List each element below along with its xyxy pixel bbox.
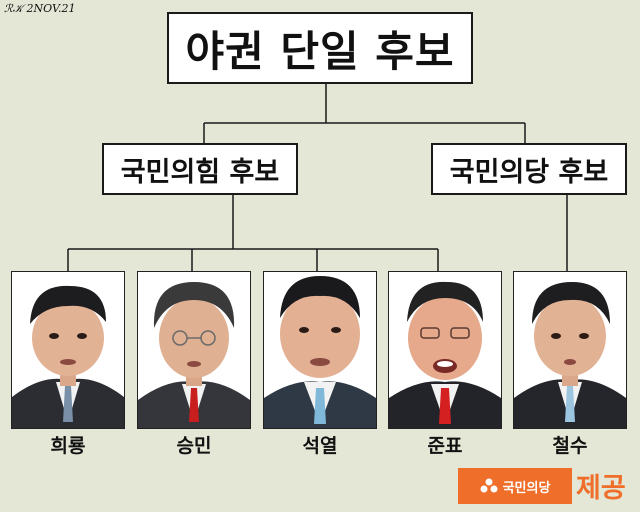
candidate-portrait-4 (388, 271, 502, 429)
signature-mark: ℛ𝒦 (4, 2, 27, 15)
caricature-illustration (138, 282, 250, 428)
root-node-box: 야권 단일 후보 (167, 12, 473, 84)
candidate-name-4: 준표 (427, 435, 463, 457)
candidate-portrait-1 (11, 271, 125, 429)
root-node-label: 야권 단일 후보 (185, 26, 455, 76)
candidate-portrait-3 (263, 271, 377, 429)
party-logo-icon (480, 478, 498, 494)
caricature-illustration (389, 281, 501, 428)
peoples-party-node-box: 국민의당 후보 (431, 143, 627, 195)
people-power-party-node-label: 국민의힘 후보 (120, 156, 280, 188)
caricature-illustration (264, 276, 376, 428)
people-power-party-node-box: 국민의힘 후보 (102, 143, 298, 195)
peoples-party-logo-badge: 국민의당 (458, 468, 572, 504)
caricature-illustration (514, 282, 626, 428)
party-logo-text: 국민의당 (502, 480, 551, 496)
candidate-name-5: 철수 (552, 435, 588, 457)
artist-signature: ℛ𝒦 2NOV.21 (4, 2, 75, 16)
signature-date: 2NOV.21 (26, 2, 76, 15)
peoples-party-node-label: 국민의당 후보 (449, 156, 609, 188)
candidate-portrait-5 (513, 271, 627, 429)
candidate-name-3: 석열 (302, 435, 338, 457)
candidate-portrait-2 (137, 271, 251, 429)
caricature-illustration (12, 285, 124, 428)
candidate-name-1: 희룡 (50, 435, 86, 457)
candidate-name-2: 승민 (176, 435, 212, 457)
credit-label: 제공 (576, 473, 626, 504)
